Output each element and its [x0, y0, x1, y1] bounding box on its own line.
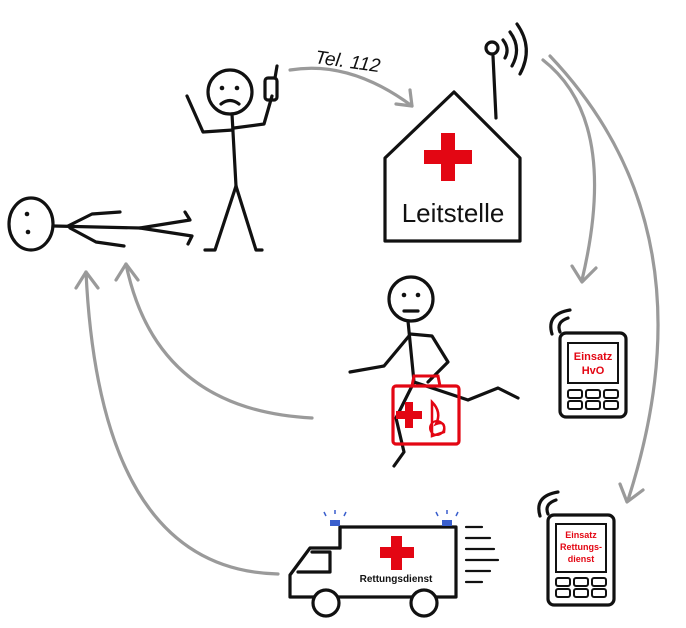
ambulance-label: Rettungsdienst — [360, 574, 433, 585]
pager-hvo-device — [558, 331, 628, 419]
first-aid-kit-icon — [391, 374, 461, 446]
pager-rescue-line2: Rettungs- — [560, 542, 602, 552]
siren-light-icon — [323, 510, 459, 526]
ambulance-to-patient-arrow — [74, 270, 280, 576]
pager-rescue-line1: Einsatz — [565, 530, 597, 540]
call-arrow — [288, 66, 414, 108]
speed-lines — [464, 525, 500, 584]
ambulance-vehicle — [288, 525, 458, 618]
lying-patient-figure — [7, 196, 194, 252]
dispatch-center-building — [383, 40, 522, 243]
first-responder-figure — [348, 275, 520, 468]
dispatch-center-label: Leitstelle — [402, 198, 505, 228]
dispatch-to-pager-rescue-arrow — [548, 54, 660, 504]
responder-to-patient-arrow — [114, 262, 314, 420]
dispatch-to-pager-hvo-arrow — [541, 58, 598, 284]
caller-figure — [185, 64, 279, 252]
antenna-signal-icon — [501, 22, 528, 76]
pager-rescue-device — [546, 513, 616, 607]
pager-hvo-line1: Einsatz — [574, 351, 613, 363]
pager-rescue-line3: dienst — [568, 554, 595, 564]
call-label: Tel. 112 — [314, 47, 382, 77]
pager-hvo-line2: HvO — [582, 365, 605, 377]
pager-rescue-signal-icon — [537, 490, 560, 518]
pager-hvo-signal-icon — [549, 308, 572, 336]
